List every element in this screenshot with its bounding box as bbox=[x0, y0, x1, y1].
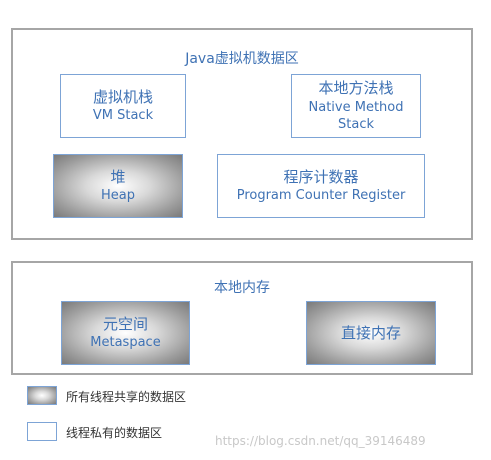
vm-stack-label-zh: 虚拟机栈 bbox=[92, 88, 153, 107]
heap-box: 堆 Heap bbox=[53, 154, 183, 218]
direct-memory-box: 直接内存 bbox=[306, 301, 436, 365]
native-method-stack-label-zh: 本地方法栈 bbox=[318, 79, 394, 98]
vm-stack-box: 虚拟机栈 VM Stack bbox=[60, 74, 186, 138]
native-memory-title: 本地内存 bbox=[214, 280, 270, 296]
legend-shared-label: 所有线程共享的数据区 bbox=[66, 390, 187, 404]
native-method-stack-label-en-2: Stack bbox=[338, 117, 374, 133]
vm-stack-label-en: VM Stack bbox=[92, 108, 154, 124]
native-method-stack-label-en-1: Native Method bbox=[308, 99, 404, 115]
watermark: https://blog.csdn.net/qq_39146489 bbox=[215, 434, 426, 448]
program-counter-label-en: Program Counter Register bbox=[236, 188, 406, 204]
direct-memory-label-zh: 直接内存 bbox=[340, 323, 401, 342]
program-counter-label-zh: 程序计数器 bbox=[283, 168, 359, 187]
jvm-data-area-title: Java虚拟机数据区 bbox=[185, 51, 299, 67]
legend-private-swatch bbox=[27, 422, 57, 441]
metaspace-label-zh: 元空间 bbox=[102, 315, 148, 334]
heap-label-en: Heap bbox=[101, 188, 135, 204]
heap-label-zh: 堆 bbox=[110, 168, 126, 187]
legend-private-label: 线程私有的数据区 bbox=[66, 426, 163, 440]
metaspace-box: 元空间 Metaspace bbox=[61, 301, 190, 365]
native-memory-area: 本地内存 元空间 Metaspace 直接内存 bbox=[11, 261, 473, 375]
program-counter-box: 程序计数器 Program Counter Register bbox=[217, 154, 425, 218]
jvm-data-area: Java虚拟机数据区 虚拟机栈 VM Stack 本地方法栈 Native Me… bbox=[11, 28, 473, 240]
legend-shared-swatch bbox=[27, 386, 57, 405]
native-method-stack-box: 本地方法栈 Native Method Stack bbox=[291, 74, 421, 138]
metaspace-label-en: Metaspace bbox=[90, 335, 161, 351]
